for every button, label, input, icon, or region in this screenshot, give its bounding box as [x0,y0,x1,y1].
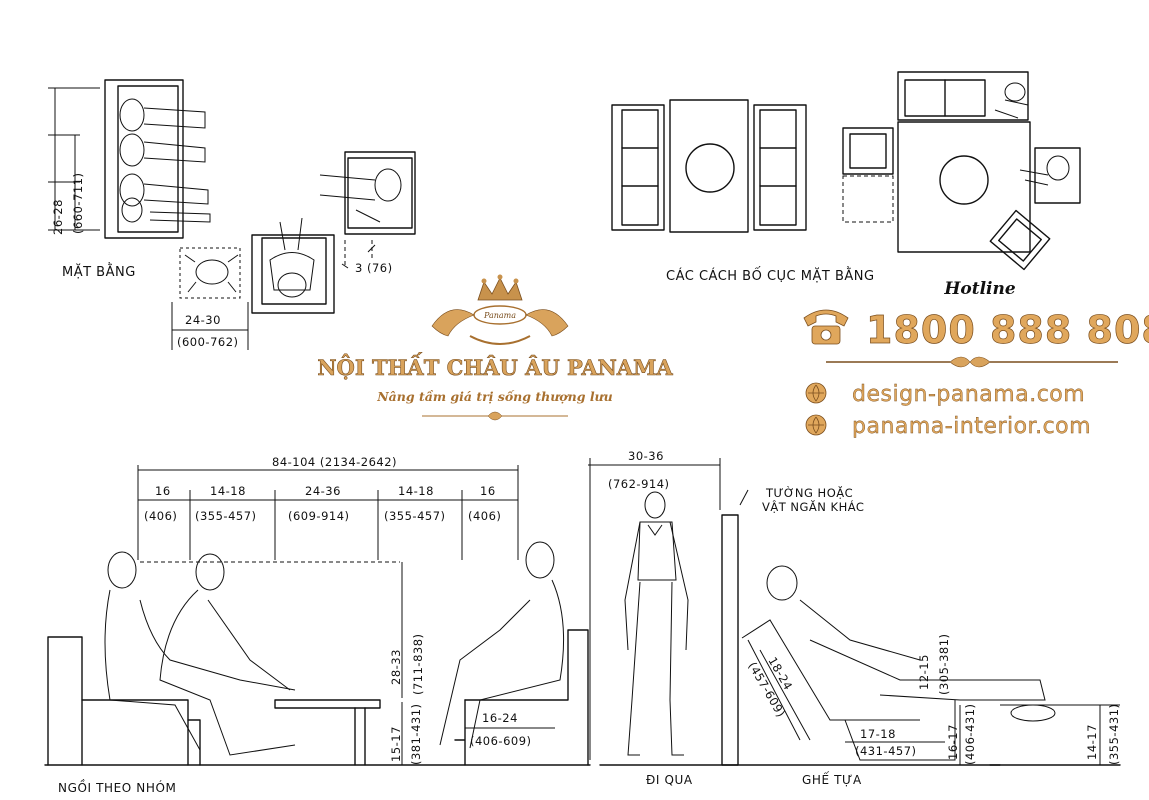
web-icon [805,414,827,436]
plan-depth-mm-label: (660-711) [71,172,85,234]
seg5-label: 16 [480,484,496,498]
seat-depth-mm-label: (406-609) [470,734,532,748]
plan-view: 26-28 (660-711) MẶT BẰNG 24-30 (600-762) [48,79,416,350]
wall-note-line-2: VẬT NGĂN KHÁC [762,499,864,514]
brand-logo-text: Panama [483,311,516,320]
hotline-label: Hotline [943,279,1016,299]
seat-height-mm-label: (381-431) [409,703,423,765]
hotline-number[interactable]: 1800 888 808 [866,308,1149,353]
lounge-seat-label: 16-17 [946,724,960,760]
layout-view-1 [611,99,807,233]
website-1-link[interactable]: design-panama.com [852,382,1085,407]
phone-icon [803,309,849,345]
seg1-label: 16 [155,484,171,498]
knee-label: 12-15 [917,654,931,690]
seg1-mm-label: (406) [144,509,177,523]
group-seating-caption: NGỒI THEO NHÓM [58,779,176,795]
layout-view-2 [842,71,1081,271]
elev-total-label: 84-104 (2134-2642) [272,455,397,469]
passage-width-label: 30-36 [628,449,664,463]
hotline-divider [826,356,1118,368]
seg3-label: 24-36 [305,484,341,498]
wall-note-line-1: TƯỜNG HOẶC [765,485,853,500]
plan-width-mm-label: (600-762) [177,335,239,349]
plan-width-label: 24-30 [185,313,221,327]
group-seating-elevation: 84-104 (2134-2642) 16 (406) 14-18 (355-4… [44,455,591,766]
plan-gap-label: 3 (76) [355,261,393,275]
seg4-label: 14-18 [398,484,434,498]
lounge-chair-elevation: 18-24 (457-609) 17-18 (431-457) 16-17 (4… [741,565,1121,766]
footrest-label: 14-17 [1085,724,1099,760]
seg3-mm-label: (609-914) [288,509,350,523]
web-icon [805,382,827,404]
brand-logo: Panama [431,274,569,345]
brand-title: NỘI THẤT CHÂU ÂU PANAMA [317,353,673,380]
seat-height-label: 15-17 [389,726,403,762]
knee-mm-label: (305-381) [937,633,951,695]
passage-width-mm-label: (762-914) [608,477,670,491]
seg5-mm-label: (406) [468,509,501,523]
layout-title: CÁC CÁCH BỐ CỤC MẶT BẰNG [666,267,875,284]
seg4-mm-label: (355-457) [384,509,446,523]
passage-elevation: 30-36 (762-914) [588,449,1001,766]
lounge-depth-mm-label: (431-457) [855,744,917,758]
lounge-chair-caption: GHẾ TỰA [802,771,862,787]
lounge-seat-mm-label: (406-431) [963,703,977,765]
head-height-label: 28-33 [389,649,403,685]
head-height-mm-label: (711-838) [411,633,425,695]
seg2-mm-label: (355-457) [195,509,257,523]
plan-title: MẶT BẰNG [62,263,136,280]
passage-caption: ĐI QUA [646,773,693,787]
plan-depth-label: 26-28 [51,199,65,235]
brand-divider [422,411,568,421]
seat-depth-label: 16-24 [482,711,518,725]
website-2-link[interactable]: panama-interior.com [852,414,1091,439]
seg2-label: 14-18 [210,484,246,498]
brand-slogan: Nâng tầm giá trị sống thượng lưu [376,389,613,404]
lounge-depth-label: 17-18 [860,727,896,741]
footrest-mm-label: (355-431) [1107,703,1121,765]
